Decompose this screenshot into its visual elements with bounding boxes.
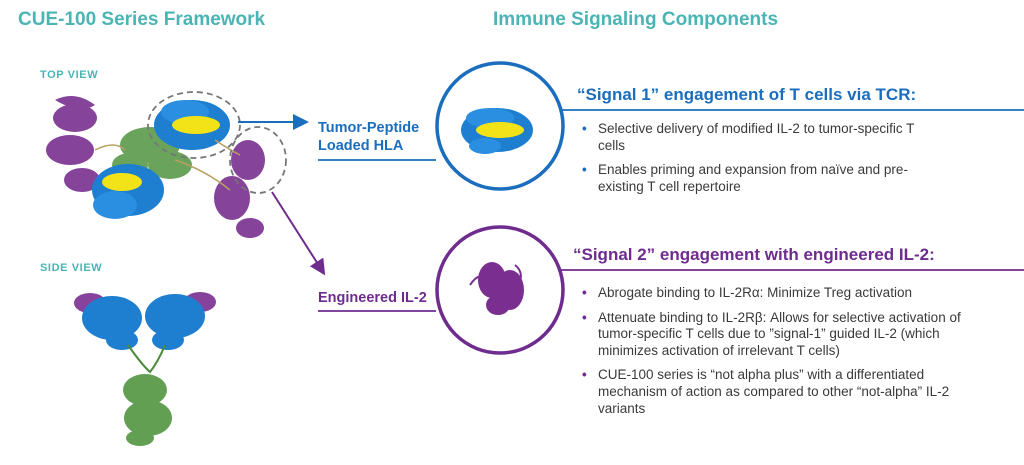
signaling-heading: Immune Signaling Components bbox=[493, 9, 779, 30]
il2-label: Engineered IL-2 bbox=[318, 290, 427, 306]
il2-protein-icon bbox=[469, 262, 524, 315]
protein-top-view-icon bbox=[46, 91, 287, 238]
side-view-label: SIDE VIEW bbox=[40, 262, 103, 274]
list-item: •Abrogate binding to IL-2Rα: Minimize Tr… bbox=[582, 285, 912, 300]
hla-circle bbox=[435, 61, 565, 191]
list-item: •Selective delivery of modified IL-2 to … bbox=[582, 121, 915, 153]
hla-protein-icon bbox=[461, 108, 533, 154]
list-item: •Attenuate binding to IL-2Rβ: Allows for… bbox=[582, 309, 961, 358]
il2-circle bbox=[435, 225, 565, 355]
signal1-title: “Signal 1” engagement of T cells via TCR… bbox=[577, 85, 917, 104]
top-view-label: TOP VIEW bbox=[40, 69, 99, 81]
hla-label-line1: Tumor-Peptide bbox=[318, 120, 420, 136]
hla-label: Tumor-Peptide Loaded HLA bbox=[318, 119, 419, 155]
hla-label-line2: Loaded HLA bbox=[318, 138, 404, 154]
signal2-bullets: •Abrogate binding to IL-2Rα: Minimize Tr… bbox=[580, 285, 980, 425]
signal2-title: “Signal 2” engagement with engineered IL… bbox=[573, 245, 935, 264]
arrow-down-icon bbox=[271, 191, 326, 276]
list-item: •Enables priming and expansion from naïv… bbox=[582, 162, 908, 194]
list-item: •CUE-100 series is “not alpha plus” with… bbox=[582, 367, 950, 416]
framework-heading: CUE-100 Series Framework bbox=[18, 9, 266, 30]
protein-side-view-icon bbox=[74, 292, 216, 446]
signal1-bullets: •Selective delivery of modified IL-2 to … bbox=[580, 121, 930, 203]
